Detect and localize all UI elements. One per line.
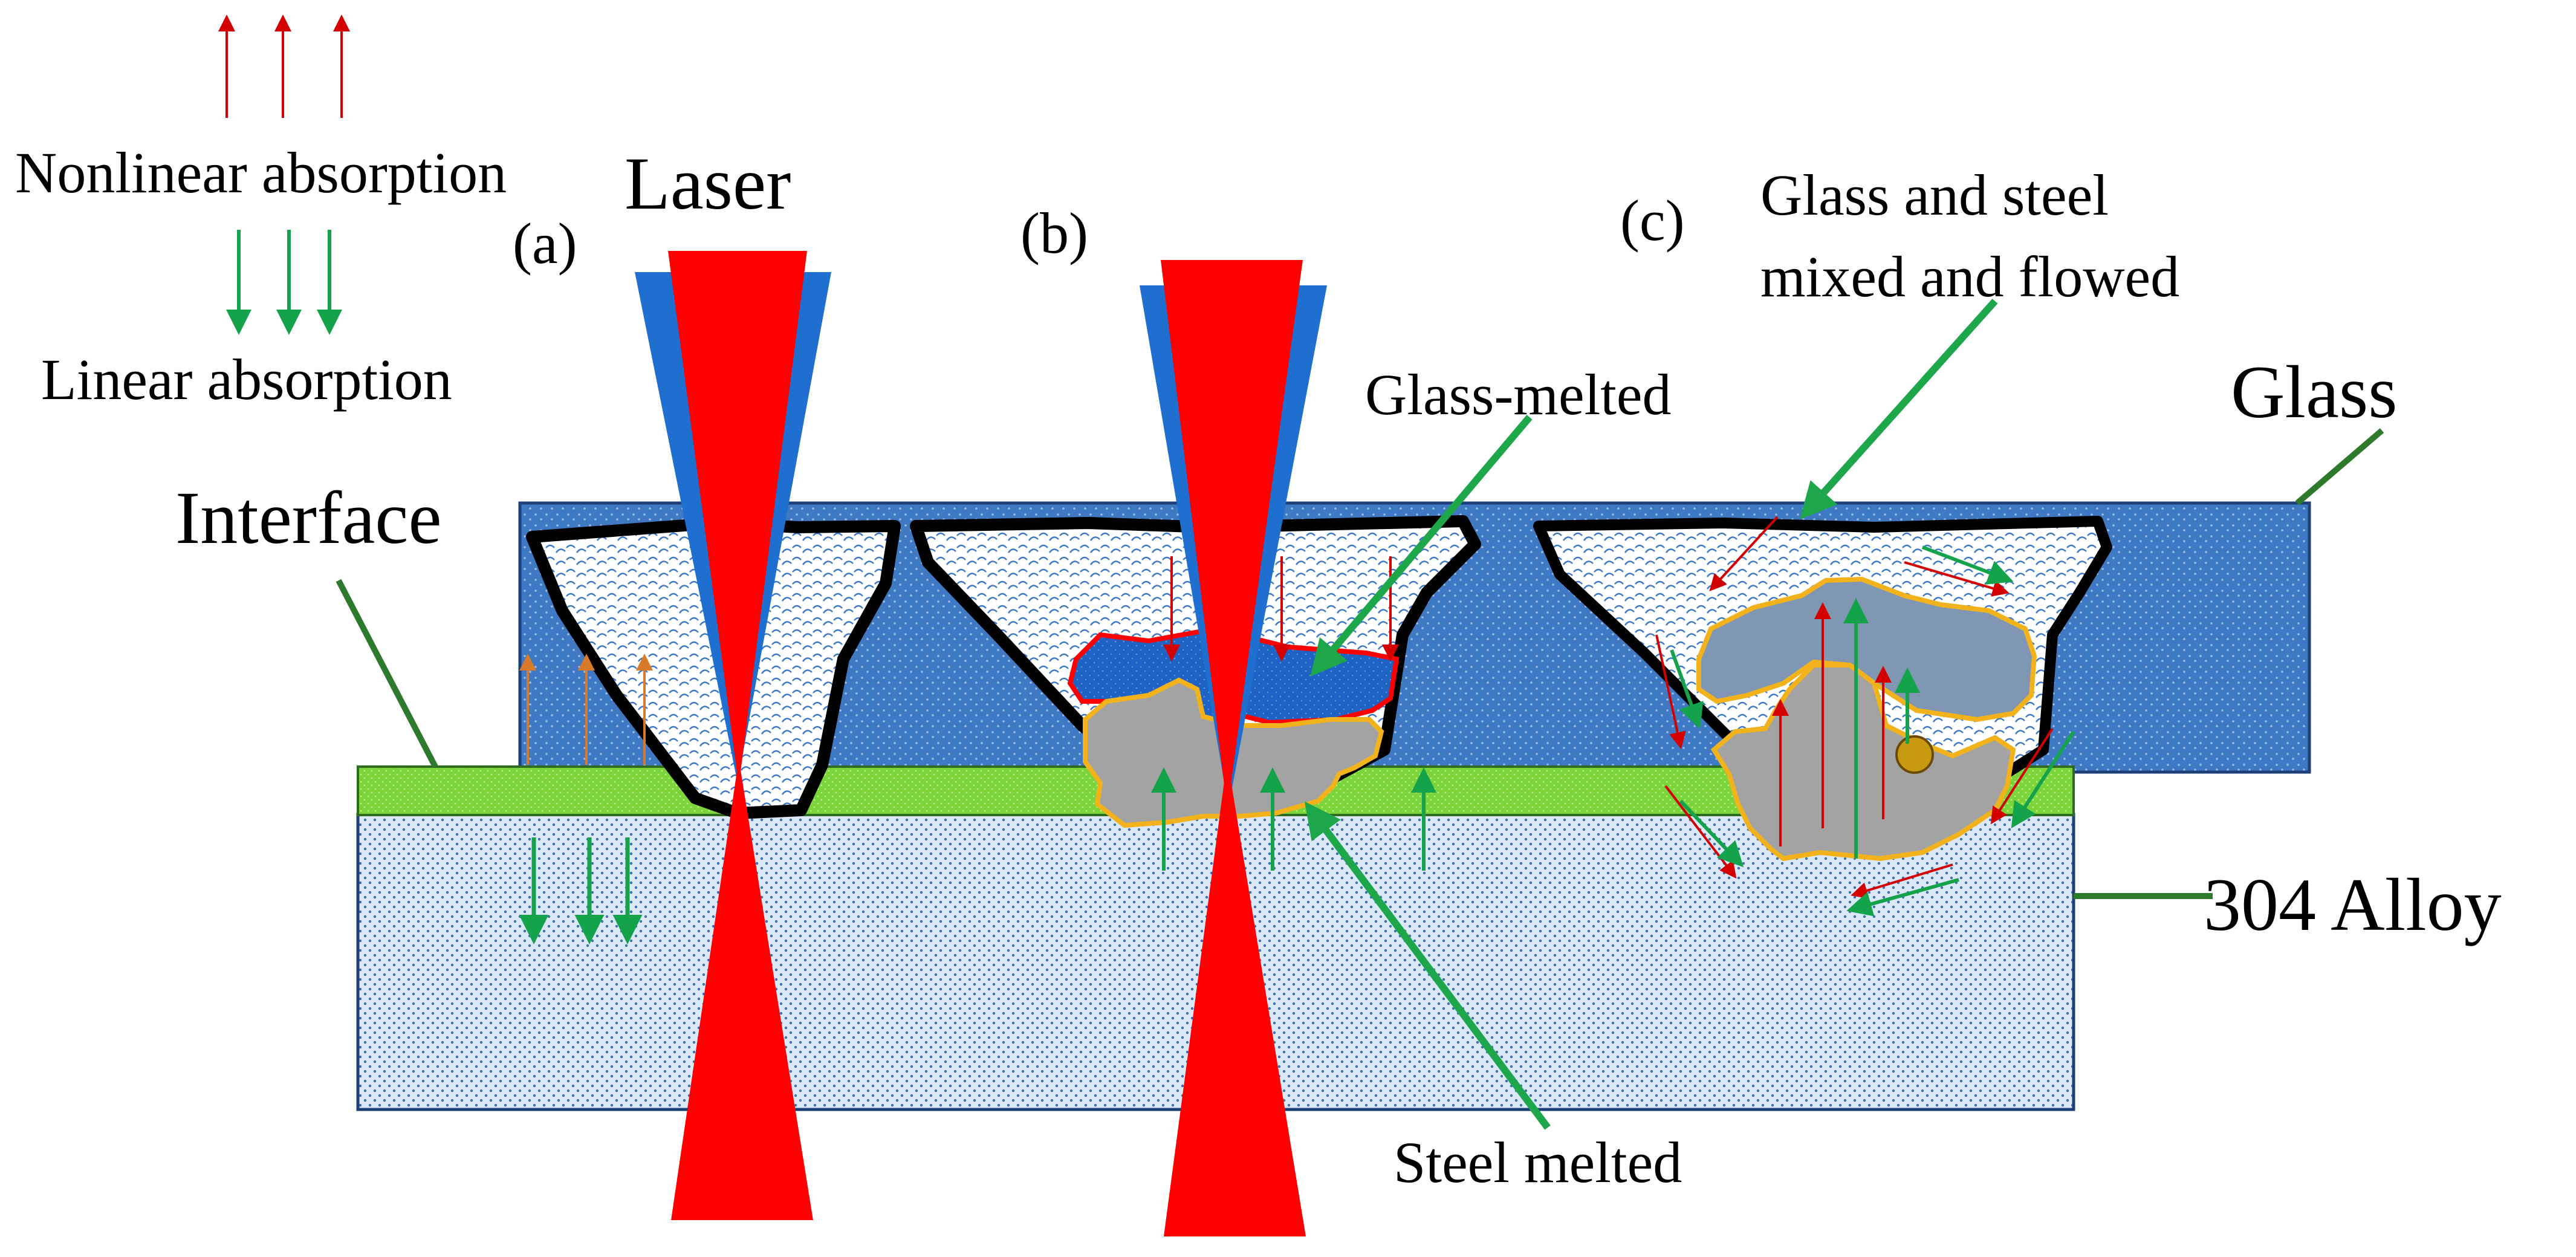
glass-label: Glass: [2231, 351, 2398, 434]
legend-red-arrows: [218, 15, 350, 118]
mixed-flow-leader: [1799, 298, 1998, 519]
laser-beam-b: [1140, 260, 1327, 1236]
laser-label: Laser: [625, 142, 791, 225]
glass-melted-label: Glass-melted: [1365, 362, 1672, 427]
linear-arrows-a: [519, 837, 643, 944]
legend-nonlinear-label: Nonlinear absorption: [15, 140, 507, 205]
nonlinear-arrows-a: [519, 654, 653, 765]
legend-green-arrows: [226, 230, 342, 335]
panel-c-label: (c): [1620, 188, 1685, 253]
alloy-label: 304 Alloy: [2204, 863, 2502, 946]
glass-leader: [2295, 428, 2384, 505]
interface-leader: [336, 579, 438, 768]
glass-melted-leader: [1310, 415, 1533, 677]
steel-melted-leader: [1304, 801, 1551, 1130]
crater-a: [526, 517, 901, 819]
steel-melted-label: Steel melted: [1393, 1130, 1682, 1195]
interface-label: Interface: [175, 476, 441, 559]
panel-b-label: (b): [1020, 201, 1088, 265]
mixed-flow-label-line1: Glass and steel: [1760, 163, 2109, 227]
mixed-pool-upper: [1696, 576, 2037, 723]
laser-beam-a: [635, 251, 831, 1220]
gas-bubble: [1895, 735, 1934, 774]
arrows-b: [1151, 556, 1436, 871]
legend-linear-label: Linear absorption: [41, 347, 452, 412]
mixed-flow-label-line2: mixed and flowed: [1760, 244, 2179, 309]
panel-a-label: (a): [513, 211, 577, 276]
arrows-c: [1655, 516, 2075, 917]
